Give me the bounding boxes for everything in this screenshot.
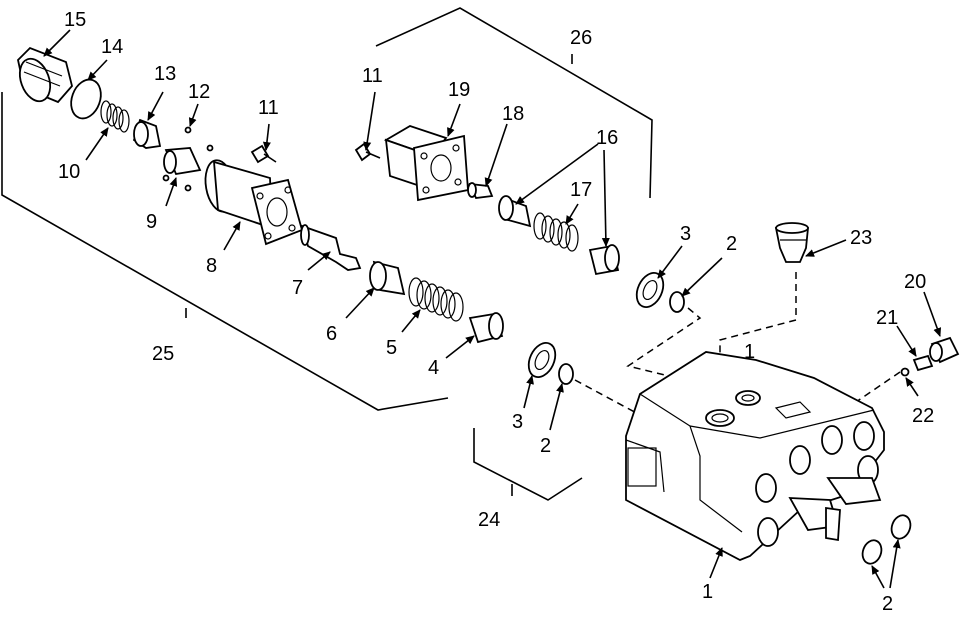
callout-9: 9 [146, 211, 157, 233]
part-6-sleeve [369, 260, 406, 296]
callout-1-bottom: 1 [702, 581, 713, 603]
callout-8: 8 [206, 255, 217, 277]
callout-2-lower: 2 [540, 435, 551, 457]
part-3-washer-upper [635, 272, 665, 308]
callout-6: 6 [326, 323, 337, 345]
part-23-check-valve [774, 222, 809, 263]
part-7-spool [300, 224, 362, 271]
part-3-washer-lower [527, 342, 557, 378]
part-5-spring [408, 277, 464, 322]
part-16-sleeve-a [498, 195, 532, 228]
callout-1-top: 1 [744, 341, 755, 363]
callout-10: 10 [58, 161, 80, 183]
callout-13: 13 [154, 63, 176, 85]
bracket-24 [473, 428, 583, 501]
callout-12: 12 [188, 81, 210, 103]
callout-17: 17 [570, 179, 592, 201]
callout-2-upper: 2 [726, 233, 737, 255]
callout-4: 4 [428, 357, 439, 379]
part-9-piston [163, 147, 202, 176]
part-2-o-ring-upper [669, 291, 685, 313]
part-18-fitting [467, 182, 494, 199]
callout-3-lower: 3 [512, 411, 523, 433]
callout-3-upper: 3 [680, 223, 691, 245]
part-20-plug [929, 336, 960, 364]
callout-19: 19 [448, 79, 470, 101]
callout-21: 21 [876, 307, 898, 329]
part-15-plug [17, 46, 73, 104]
part-10-spring [100, 100, 130, 133]
part-22-ball [900, 367, 910, 377]
part-19-cap [383, 125, 469, 202]
callout-22: 22 [912, 405, 934, 427]
part-8-housing [204, 159, 304, 246]
callout-11-upper: 11 [362, 65, 383, 87]
callout-7: 7 [292, 277, 303, 299]
callout-18: 18 [502, 103, 524, 125]
callout-11-left: 11 [258, 97, 279, 119]
part-2-o-ring-bottom-a [861, 539, 883, 565]
part-4-bushing [468, 312, 504, 344]
part-3-washer-upper-hole [642, 279, 658, 301]
part-2-o-ring-lower [558, 363, 574, 385]
callout-25: 25 [152, 343, 174, 365]
part-16-sleeve-b [588, 244, 620, 276]
callout-23: 23 [850, 227, 872, 249]
part-17-spring [533, 212, 579, 252]
part-2-o-ring-bottom-b [890, 514, 912, 540]
callout-2-bottom: 2 [882, 593, 893, 615]
bracket-25 [1, 92, 449, 411]
part-3-washer-lower-hole [534, 349, 550, 371]
callout-5: 5 [386, 337, 397, 359]
leader-arrows [43, 29, 942, 589]
part-12-balls [162, 126, 214, 192]
callout-20: 20 [904, 271, 926, 293]
callout-26: 26 [570, 27, 592, 49]
callout-14: 14 [101, 36, 123, 58]
part-21-poppet [912, 354, 934, 372]
part-11-screw-left [250, 144, 277, 164]
callout-labels: 15 14 13 12 10 9 11 8 7 6 5 4 25 11 19 1… [58, 9, 934, 615]
callout-16: 16 [596, 127, 618, 149]
bracket-26 [375, 7, 653, 199]
callout-24: 24 [478, 509, 500, 531]
part-13-sleeve [132, 118, 162, 149]
callout-15: 15 [64, 9, 86, 31]
part-11-screw-upper [354, 142, 381, 162]
part-1-valve-body [625, 351, 885, 561]
